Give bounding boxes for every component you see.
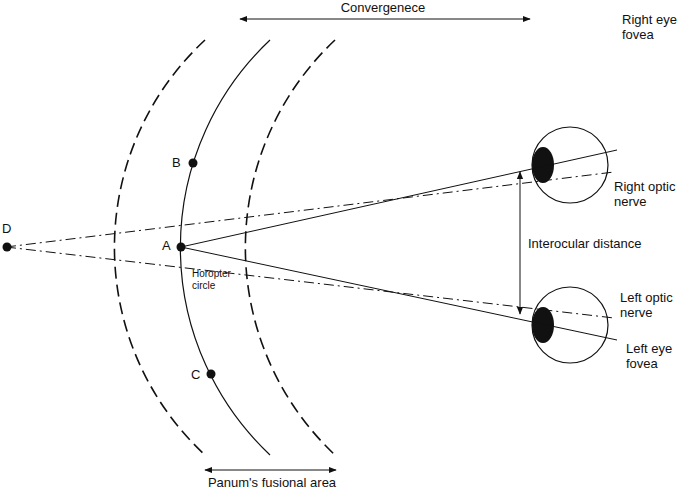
point-label: A (162, 238, 171, 253)
point-label: B (172, 155, 181, 170)
curve-label: Horopter circle (192, 268, 244, 292)
point-b (189, 159, 198, 168)
dimension-label: Panum's fusional area (208, 475, 336, 490)
point-label: D (2, 221, 11, 236)
left-visual-axis (181, 247, 617, 340)
point-c (207, 370, 216, 379)
dimension-label: Convergenece (340, 0, 427, 15)
panum-arrow (205, 470, 336, 471)
part-label: Right eye fovea (622, 12, 686, 42)
left-eye (532, 287, 608, 363)
point-d (3, 243, 12, 252)
dimension-label: Interocular distance (527, 236, 642, 251)
part-label: Left eye fovea (626, 341, 686, 371)
left-lens (532, 307, 554, 343)
point-a (177, 243, 186, 252)
part-label: Right optic nerve (614, 179, 678, 209)
panum-outer-boundary (114, 40, 205, 455)
point-label: C (191, 367, 200, 382)
left-d-line (6, 247, 614, 318)
panum-inner-boundary (245, 40, 335, 455)
horopter-arc (180, 40, 270, 455)
convergence-arrow (240, 19, 530, 20)
right-d-line (6, 172, 614, 247)
right-eye (532, 127, 608, 203)
interocular-arrow (520, 172, 521, 314)
part-label: Left optic nerve (620, 290, 684, 320)
